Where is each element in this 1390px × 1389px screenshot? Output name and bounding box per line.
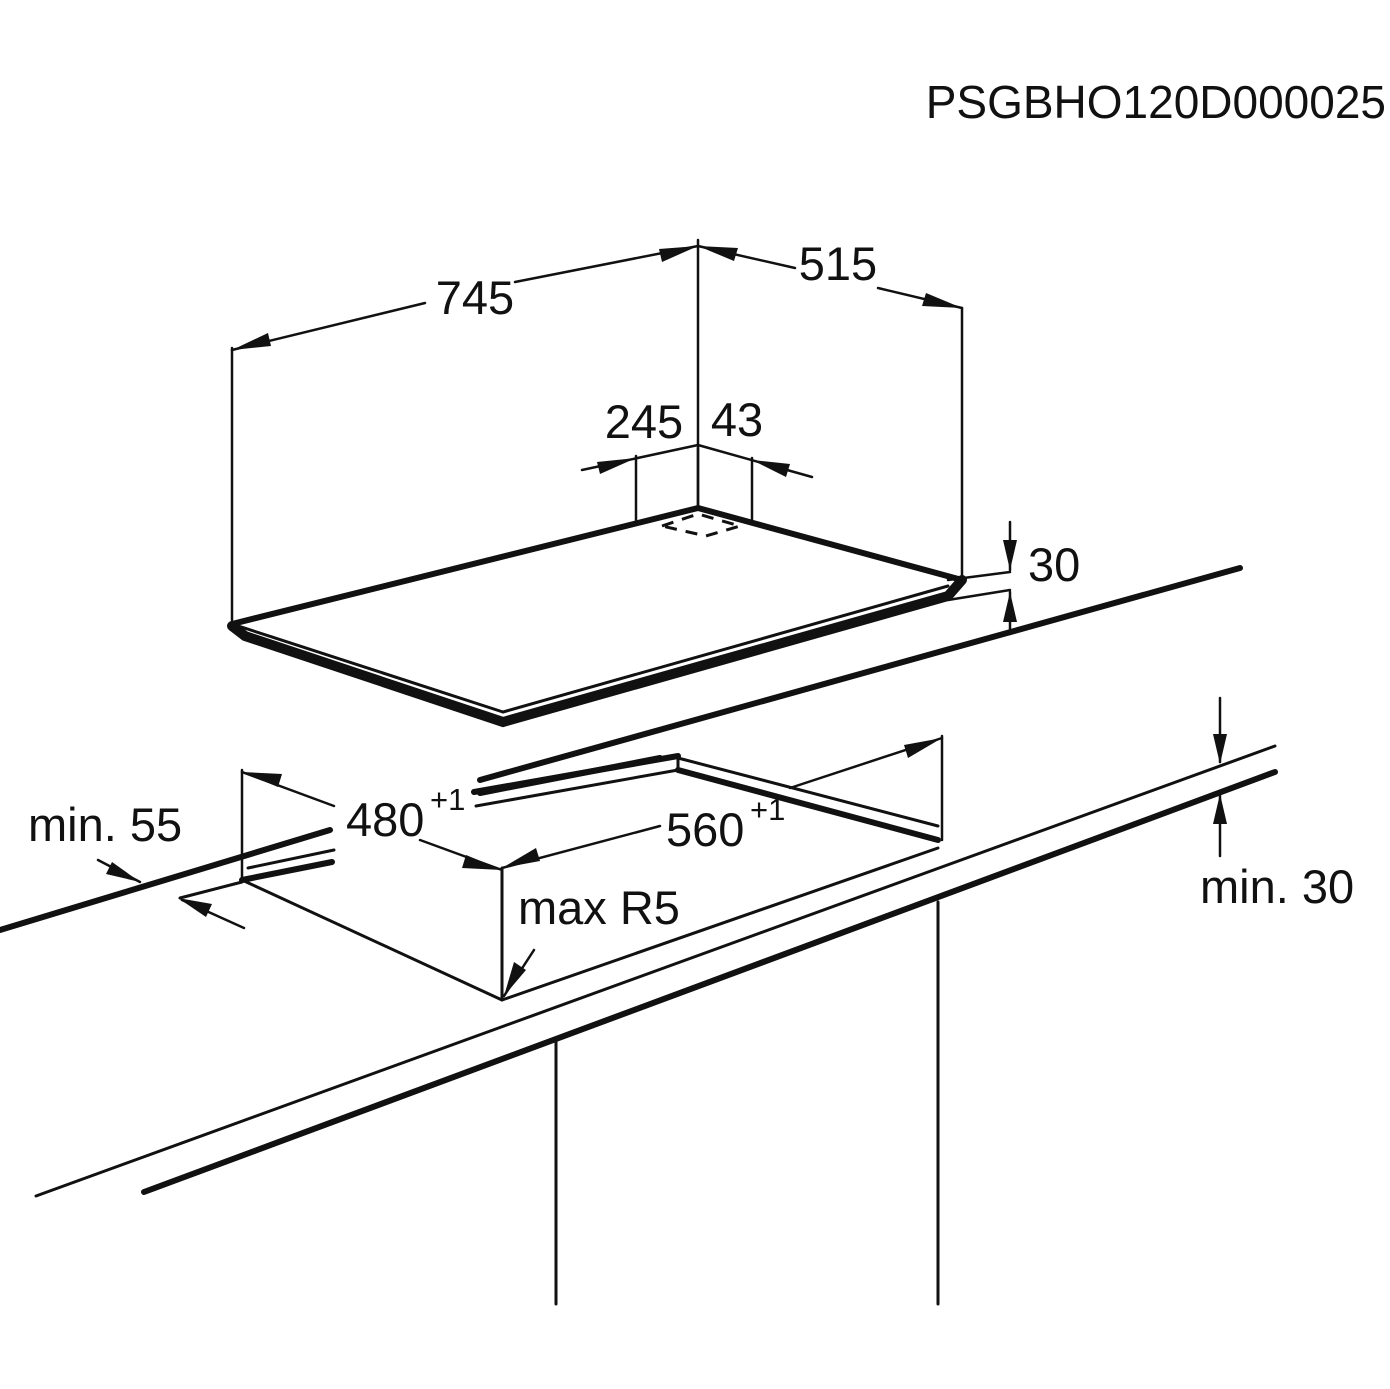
dimension-label-worktop-thickness: min. 30 [1200, 860, 1354, 913]
dimension-worktop-thickness [1213, 696, 1227, 858]
dimension-label-cutout-depth: 480 [346, 793, 424, 846]
dimension-offset-245-43 [580, 443, 814, 522]
dimension-cutout-depth-480 [240, 768, 504, 882]
dimension-label-edge-distance: min. 55 [28, 798, 182, 851]
dimension-corner-radius [502, 948, 536, 998]
worktop-back-edge [477, 565, 1243, 783]
dimension-label-cutout-depth-tolerance: +1 [430, 782, 465, 817]
dimension-height-30 [946, 520, 1017, 636]
cutout-outline [239, 753, 941, 1002]
dimension-label-depth: 515 [799, 237, 877, 290]
dimension-label-height: 30 [1028, 538, 1080, 591]
dimension-edge-distance [96, 858, 246, 930]
dimension-label-corner-radius: max R5 [518, 881, 680, 934]
worktop-outline [0, 744, 1278, 1306]
dimension-label-width: 745 [436, 271, 514, 324]
dimension-label-cutout-width-tolerance: +1 [750, 792, 785, 827]
dimension-label-cutout-width: 560 [666, 803, 744, 856]
dimension-cutout-width-560 [500, 734, 944, 870]
hob-outline [227, 505, 967, 728]
dimension-label-offset-a: 245 [605, 395, 683, 448]
dimension-label-offset-b: 43 [711, 393, 763, 446]
dimension-width-745 [230, 238, 964, 622]
dimension-depth-515 [696, 244, 964, 310]
document-code: PSGBHO120D000025 [926, 76, 1386, 128]
